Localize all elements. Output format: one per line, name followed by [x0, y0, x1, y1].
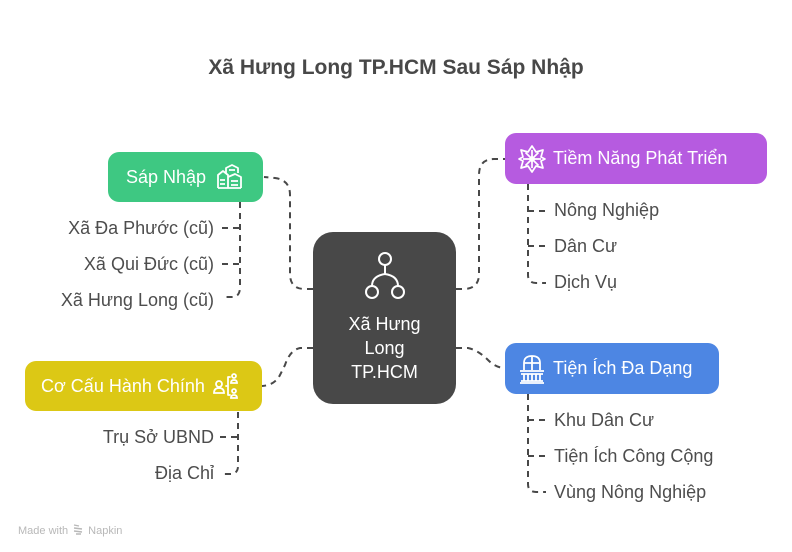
- central-node[interactable]: Xã Hưng Long TP.HCM: [313, 232, 456, 404]
- balcony-icon: [517, 354, 547, 384]
- footer-attribution: Made with Napkin: [18, 523, 122, 538]
- branch-merger[interactable]: Sáp Nhập: [108, 152, 263, 202]
- connector-admin-leaves: [220, 412, 239, 475]
- amenities-item-3: Vùng Nông Nghiệp: [554, 482, 707, 502]
- potential-item-3: Dịch Vụ: [554, 272, 618, 292]
- admin-item-2: Địa Chỉ: [154, 463, 214, 483]
- connector-merger: [263, 176, 313, 290]
- snowflake-mandala-icon: [517, 144, 547, 174]
- connector-amenities: [456, 347, 506, 369]
- napkin-logo-icon: [72, 523, 84, 538]
- merger-item-1: Xã Đa Phước (cũ): [68, 218, 214, 238]
- amenities-item-2: Tiện Ích Công Cộng: [554, 446, 714, 466]
- merger-item-3: Xã Hưng Long (cũ): [60, 290, 214, 310]
- branch-admin-label: Cơ Cấu Hành Chính: [41, 375, 205, 396]
- central-label-line2: Long: [364, 338, 405, 358]
- branch-amenities[interactable]: Tiện Ích Đa Dạng: [505, 343, 719, 394]
- branch-potential-label: Tiềm Năng Phát Triển: [553, 148, 728, 168]
- org-chart-icon: [211, 371, 241, 401]
- footer-brand: Napkin: [88, 524, 123, 537]
- branch-admin[interactable]: Cơ Cấu Hành Chính: [25, 361, 262, 411]
- central-label-line3: TP.HCM: [351, 362, 418, 382]
- admin-item-1: Trụ Sở UBND: [102, 427, 214, 447]
- central-label-line1: Xã Hưng: [348, 314, 421, 334]
- branch-potential[interactable]: Tiềm Năng Phát Triển: [505, 133, 767, 184]
- hierarchy-icon: [363, 252, 407, 306]
- branch-amenities-label: Tiện Ích Đa Dạng: [553, 358, 693, 378]
- merger-item-2: Xã Qui Đức (cũ): [83, 254, 214, 274]
- connector-admin: [261, 347, 313, 387]
- diagram-title: Xã Hưng Long TP.HCM Sau Sáp Nhập: [208, 56, 584, 79]
- amenities-item-1: Khu Dân Cư: [554, 410, 655, 430]
- connector-potential: [456, 158, 505, 290]
- potential-item-1: Nông Nghiệp: [554, 200, 660, 220]
- footer-made-with: Made with: [18, 524, 69, 537]
- buildings-icon: [214, 162, 244, 192]
- connector-amenities-leaves: [527, 394, 546, 493]
- potential-item-2: Dân Cư: [554, 236, 618, 256]
- connector-merger-leaves: [222, 202, 241, 298]
- connector-potential-leaves: [527, 184, 546, 284]
- branch-merger-label: Sáp Nhập: [126, 166, 207, 187]
